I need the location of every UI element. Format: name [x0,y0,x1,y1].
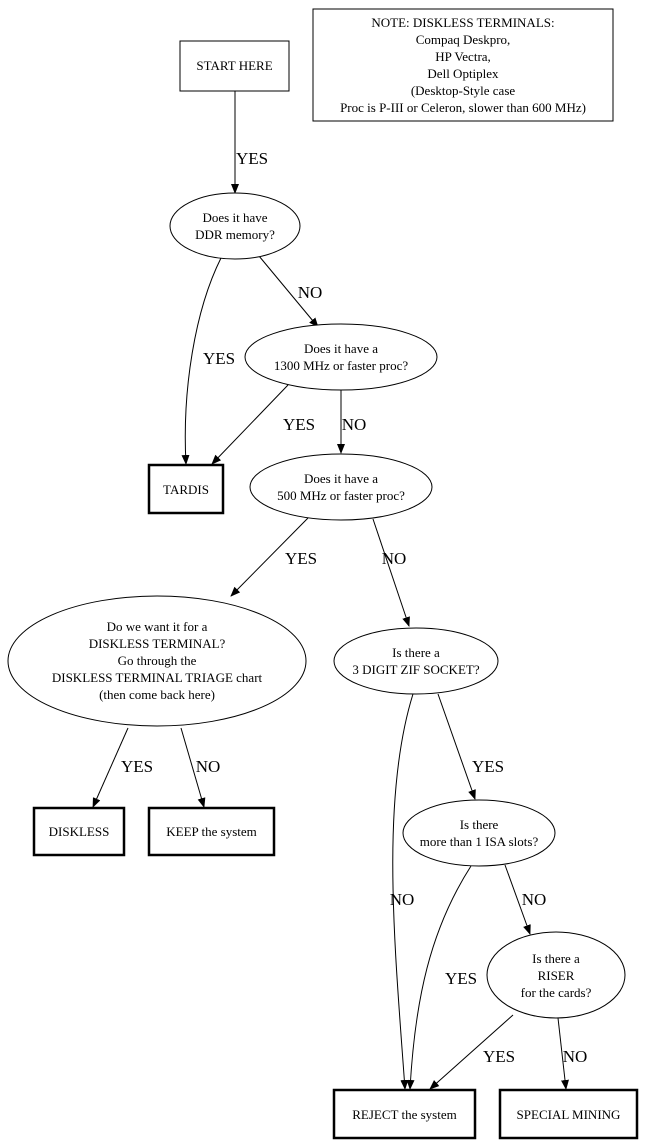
node-special: SPECIAL MINING [498,1088,639,1140]
node-label: Is there [460,817,499,832]
node-1300: Does it have a 1300 MHz or faster proc? [244,323,438,391]
note-line: Proc is P-III or Celeron, slower than 60… [340,100,586,115]
edge-label: NO [522,890,547,909]
note-line: NOTE: DISKLESS TERMINALS: [371,15,554,30]
edge-label: NO [342,415,367,434]
node-label: Do we want it for a [107,619,208,634]
node-tardis: TARDIS [147,463,225,515]
edge-500-disklessq [230,517,309,597]
node-label: START HERE [196,58,272,73]
node-ddr: Does it have DDR memory? [169,192,301,260]
edge-isa-riser [504,864,531,935]
node-label: KEEP the system [166,824,257,839]
edge-riser-reject [429,1014,514,1090]
node-label: Is there a [392,645,440,660]
node-label: Go through the [118,653,197,668]
node-diskless-question: Do we want it for a DISKLESS TERMINAL? G… [7,595,307,727]
edge-label: YES [285,549,317,568]
node-keep: KEEP the system [147,806,276,857]
node-label: for the cards? [521,985,592,1000]
node-label: DISKLESS TERMINAL TRIAGE chart [52,670,263,685]
note-line: HP Vectra, [435,49,491,64]
edge-1300-tardis [211,384,289,465]
edge-ddr-tardis [181,257,222,465]
note-line: (Desktop-Style case [411,83,516,98]
edge-zif-isa [437,693,476,800]
edge-disklessq-diskless [92,727,129,808]
node-label: Does it have [203,210,268,225]
edge-label: YES [203,349,235,368]
edge-zif-reject [392,693,414,1090]
node-label: Does it have a [304,471,378,486]
edge-label: NO [382,549,407,568]
edge-disklessq-keep [180,727,206,808]
edge-label: YES [236,149,268,168]
edge-label: YES [472,757,504,776]
edge-500-zif [372,518,410,627]
node-label: REJECT the system [352,1107,456,1122]
note-line: Compaq Deskpro, [416,32,511,47]
edge-ddr-1300 [258,255,319,328]
edges: YES YES NO YES NO YES NO YES NO NO YES Y… [92,91,588,1090]
note-box: NOTE: DISKLESS TERMINALS: Compaq Deskpro… [312,8,614,122]
node-start: START HERE [179,40,290,92]
edge-label: YES [445,969,477,988]
node-label: DISKLESS TERMINAL? [89,636,226,651]
edge-label: YES [121,757,153,776]
node-label: more than 1 ISA slots? [420,834,539,849]
node-diskless: DISKLESS [32,806,126,857]
node-label: DDR memory? [195,227,275,242]
edge-label: NO [390,890,415,909]
note-line: Dell Optiplex [427,66,499,81]
node-label: RISER [538,968,575,983]
node-label: SPECIAL MINING [517,1107,621,1122]
edge-label: NO [196,757,221,776]
node-label: (then come back here) [99,687,215,702]
node-riser: Is there a RISER for the cards? [486,931,626,1019]
node-label: TARDIS [163,482,209,497]
node-label: 500 MHz or faster proc? [277,488,405,503]
node-zif: Is there a 3 DIGIT ZIF SOCKET? [333,627,499,695]
edge-label: YES [483,1047,515,1066]
node-label: DISKLESS [49,824,110,839]
node-label: Is there a [532,951,580,966]
edge-riser-special [557,1017,569,1090]
node-label: 1300 MHz or faster proc? [274,358,409,373]
node-reject: REJECT the system [332,1088,477,1140]
edge-label: NO [298,283,323,302]
edge-label: NO [563,1047,588,1066]
edge-label: YES [283,415,315,434]
node-500: Does it have a 500 MHz or faster proc? [249,453,433,521]
node-label: 3 DIGIT ZIF SOCKET? [352,662,479,677]
edge-isa-reject [406,865,472,1090]
node-isa: Is there more than 1 ISA slots? [402,799,556,867]
node-label: Does it have a [304,341,378,356]
